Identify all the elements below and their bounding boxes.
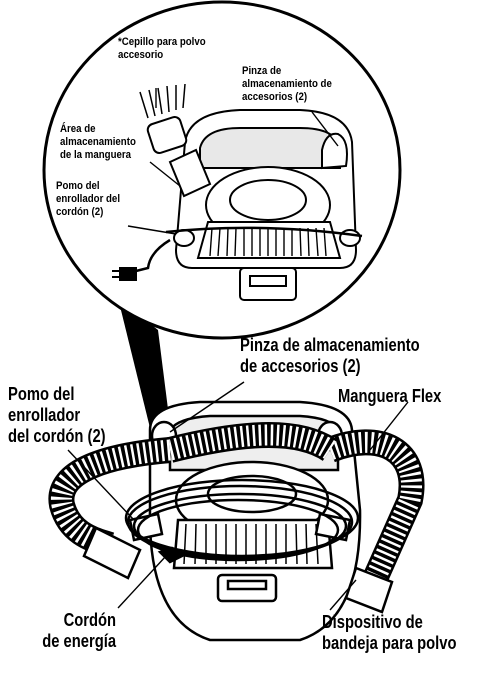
detail-vacuum <box>112 109 363 301</box>
label-clip-large: Pinza de almacenamiento de accesorios (2… <box>240 335 420 377</box>
label-power-cord-line: Cordón <box>63 610 116 630</box>
label-hose-area: Área de almacenamiento de la manguera <box>60 123 136 162</box>
label-hose-area-line: almacenamiento <box>60 136 136 148</box>
label-hose-area-line: Área de <box>60 123 96 135</box>
label-brush-line: *Cepillo para polvo <box>118 36 206 48</box>
label-cord-knob-small-line: Pomo del <box>56 180 100 192</box>
label-clip-large-line: de accesorios (2) <box>240 356 361 376</box>
main-leaders <box>67 381 409 611</box>
label-cord-knob-large-line: enrollador <box>8 405 81 425</box>
magnifier-pointer <box>118 298 170 428</box>
label-power-cord: Cordón de energía <box>42 610 116 652</box>
label-brush: *Cepillo para polvo accesorio <box>118 36 206 62</box>
label-power-cord-line: de energía <box>42 631 116 651</box>
label-clip-small-line: Pinza de <box>242 65 282 77</box>
label-cord-knob-small-line: cordón (2) <box>56 206 104 218</box>
label-clip-large-line: Pinza de almacenamiento <box>240 335 420 355</box>
label-dust-tray: Dispositivo de bandeja para polvo <box>322 612 457 654</box>
label-clip-small: Pinza de almacenamiento de accesorios (2… <box>242 65 332 104</box>
label-dust-tray-line: Dispositivo de <box>322 612 423 632</box>
label-hose: Manguera Flex <box>338 386 441 407</box>
flex-hose <box>48 422 425 614</box>
label-dust-tray-line: bandeja para polvo <box>322 633 457 653</box>
detail-leaders <box>127 88 339 235</box>
label-cord-knob-small-line: enrollador del <box>56 193 121 205</box>
label-cord-knob-small: Pomo del enrollador del cordón (2) <box>56 180 120 219</box>
label-cord-knob-large-line: del cordón (2) <box>8 426 106 446</box>
label-clip-small-line: accesorios (2) <box>242 91 308 103</box>
label-cord-knob-large-line: Pomo del <box>8 384 75 404</box>
label-hose-area-line: de la manguera <box>60 149 132 161</box>
label-brush-line: accesorio <box>118 49 164 61</box>
coiled-cord <box>124 478 360 564</box>
label-clip-small-line: almacenamiento de <box>242 78 332 90</box>
label-hose-line: Manguera Flex <box>338 386 442 406</box>
label-cord-knob-large: Pomo del enrollador del cordón (2) <box>8 384 106 447</box>
